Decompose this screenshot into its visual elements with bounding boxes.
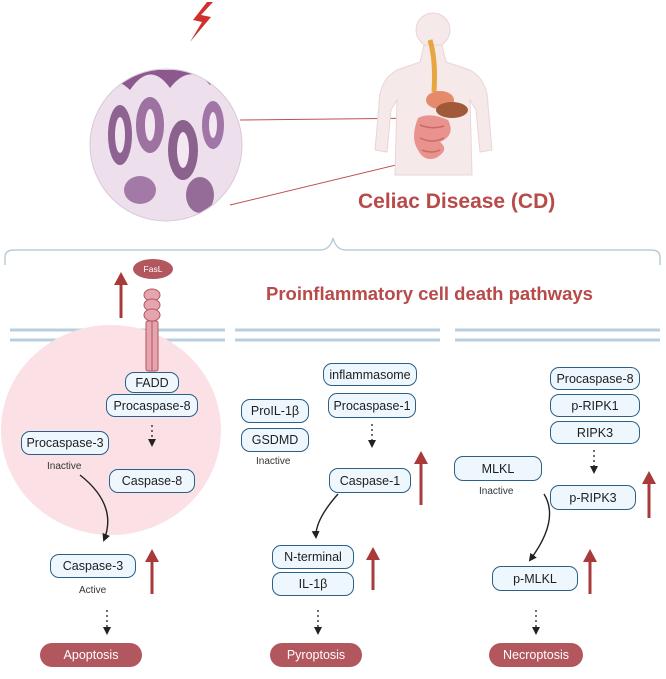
node-n-terminal: N-terminal [272, 545, 354, 569]
node-caspase8: Caspase-8 [109, 469, 195, 493]
disease-title: Celiac Disease (CD) [358, 190, 556, 213]
node-ripk3: RIPK3 [550, 421, 640, 444]
fasl-ligand: FasL [133, 259, 173, 279]
node-p-ripk3: p-RIPK3 [550, 485, 636, 510]
upregulation-arrow-pmlkl [583, 549, 597, 594]
upregulation-arrow-caspase3 [145, 549, 159, 594]
node-gsdmd: GSDMD [241, 428, 309, 452]
apoptosis-cell-region [1, 325, 221, 535]
human-body-icon [374, 12, 493, 176]
outcome-apoptosis: Apoptosis [40, 643, 142, 667]
pathways-title: Proinflammatory cell death pathways [266, 283, 593, 304]
dotted-arrows [103, 424, 598, 635]
label-inactive-pyroptosis: Inactive [256, 456, 291, 467]
label-inactive-procaspase3: Inactive [47, 461, 82, 472]
node-proil1b: ProIL-1β [241, 399, 309, 423]
node-caspase1: Caspase-1 [329, 468, 411, 493]
zoom-line-top [239, 117, 426, 121]
upregulation-arrow-il1b [366, 547, 380, 590]
node-fadd: FADD [125, 372, 179, 393]
fas-receptor-icon [143, 288, 161, 372]
histology-micrograph [89, 68, 243, 222]
node-caspase3: Caspase-3 [50, 554, 136, 578]
upregulation-arrow-pripk3 [642, 471, 656, 518]
label-active-caspase3: Active [79, 585, 107, 596]
node-p-mlkl: p-MLKL [492, 566, 578, 591]
node-mlkl: MLKL [454, 456, 542, 481]
node-procaspase3: Procaspase-3 [21, 431, 109, 455]
upregulation-arrows [114, 272, 656, 594]
node-procaspase8-necroptosis: Procaspase-8 [550, 367, 640, 390]
upregulation-arrow-fasl [114, 272, 128, 318]
zoom-line-bottom [229, 157, 426, 206]
activation-curves [79, 474, 551, 562]
lightning-icon [190, 2, 213, 42]
node-inflammasome: inflammasome [323, 363, 417, 386]
node-il1b: IL-1β [272, 572, 354, 596]
section-brace [4, 237, 661, 265]
label-inactive-necroptosis: Inactive [479, 486, 514, 497]
node-p-ripk1: p-RIPK1 [550, 394, 640, 417]
outcome-pyroptosis: Pyroptosis [270, 643, 362, 667]
outcome-necroptosis: Necroptosis [489, 643, 583, 667]
node-procaspase1: Procaspase-1 [328, 393, 416, 418]
upregulation-arrow-caspase1 [414, 451, 428, 505]
node-procaspase8-apoptosis: Procaspase-8 [106, 394, 198, 417]
